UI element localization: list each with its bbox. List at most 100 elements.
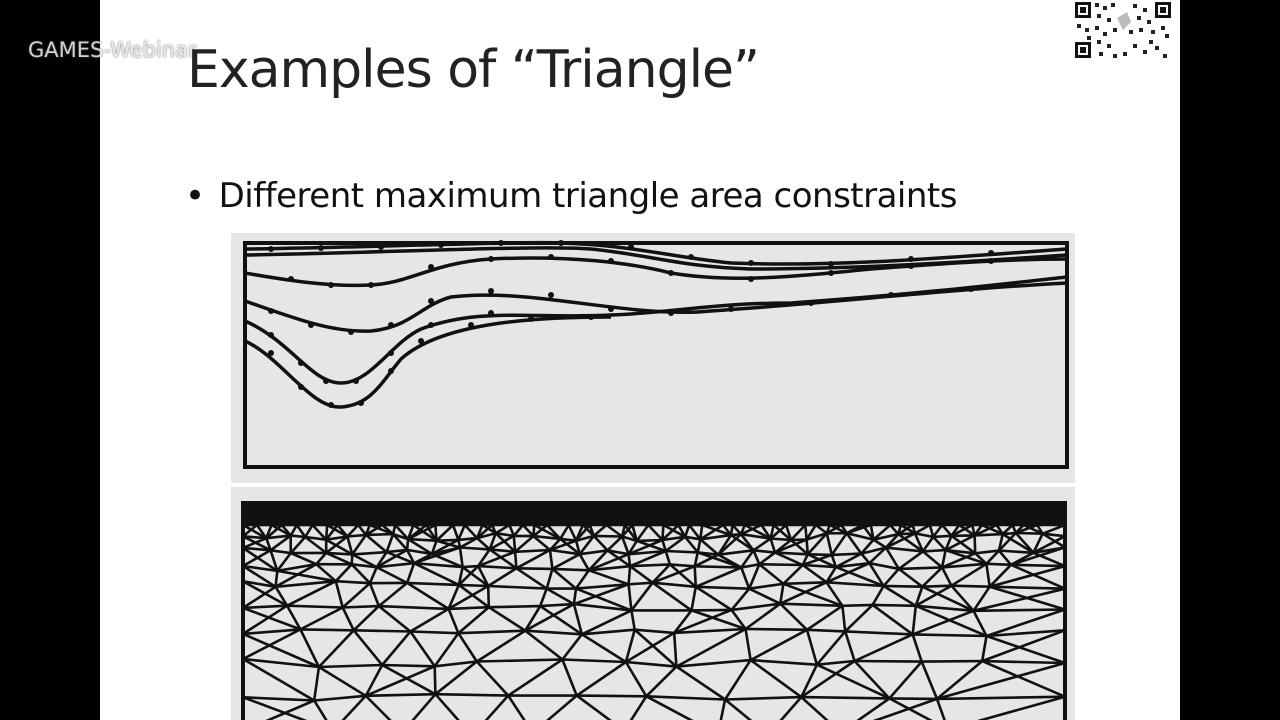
mesh-edge (434, 660, 478, 696)
mesh-edge (280, 524, 292, 537)
mesh-edge (976, 695, 1066, 720)
mesh-edge (830, 532, 848, 556)
mesh-edge (759, 563, 803, 567)
mesh-edge (1042, 532, 1066, 538)
mesh-edge (974, 532, 1003, 537)
mesh-edge (624, 661, 648, 697)
mesh-edge (495, 523, 511, 535)
mesh-edge (636, 538, 663, 543)
mesh-edge (860, 538, 875, 555)
mesh-edge (752, 549, 761, 565)
mesh-edge (806, 532, 828, 541)
mesh-edge (311, 524, 328, 541)
mesh-edge (489, 534, 515, 551)
mesh-edge (269, 549, 279, 572)
mesh-edge (912, 633, 987, 638)
mesh-edge (898, 566, 943, 571)
mesh-edge (386, 548, 408, 554)
mesh-edge (434, 693, 460, 720)
mesh-edge (457, 606, 490, 635)
mesh-edge (730, 587, 751, 611)
mesh-edge (392, 532, 409, 541)
mesh-edge (688, 524, 702, 541)
mesh-edge (326, 535, 348, 541)
mesh-edge (856, 697, 891, 720)
mesh-edge (1010, 563, 1066, 590)
mesh-edge (883, 584, 923, 588)
mesh-edge (697, 551, 742, 569)
mesh-edge (995, 524, 1004, 535)
mesh-edge (575, 587, 632, 612)
mesh-edge (888, 697, 933, 720)
mesh-edge (276, 552, 292, 572)
mesh-edge (950, 584, 975, 612)
mesh-edge (433, 666, 437, 695)
mesh-edge (816, 659, 855, 666)
mesh-edge (950, 523, 973, 537)
mesh-edge (512, 524, 524, 537)
mesh-edge (744, 628, 752, 661)
mesh-edge (630, 610, 636, 630)
mesh-edge (342, 604, 379, 609)
mesh-edge (353, 629, 411, 633)
mesh-edge (549, 548, 580, 556)
mesh-edge (463, 524, 479, 539)
mesh-edge (1001, 524, 1014, 536)
mesh-edge (941, 562, 987, 569)
mesh-edge (433, 632, 460, 668)
mesh-edge (631, 524, 639, 542)
mesh-edge (562, 658, 626, 664)
mesh-edge (304, 524, 314, 538)
mesh-edge (806, 532, 828, 556)
mesh-edge (628, 549, 666, 556)
mesh-edge (242, 546, 271, 552)
mesh-edge (255, 524, 268, 539)
mesh-edge (461, 566, 489, 588)
mesh-edge (365, 692, 436, 698)
mesh-edge (941, 524, 953, 537)
mesh-edge (998, 549, 1012, 566)
mesh-edge (486, 585, 491, 608)
mesh-edge (725, 695, 802, 701)
mesh-edge (532, 535, 551, 551)
mesh-edge (683, 524, 691, 538)
mesh-edge (457, 632, 478, 663)
mesh-edge (532, 524, 536, 537)
mesh-edge (835, 565, 885, 588)
mesh-edge (645, 665, 678, 698)
mesh-edge (922, 550, 943, 569)
mesh-edge (860, 546, 887, 555)
mesh-edge (447, 584, 461, 610)
mesh-edge (312, 666, 321, 701)
bullet-item: •Different maximum triangle area constra… (185, 176, 957, 216)
mesh-edge (325, 535, 349, 554)
mesh-edge (546, 694, 578, 720)
mesh-edge (651, 581, 693, 612)
mesh-edge (573, 583, 630, 606)
mesh-edge (341, 606, 355, 631)
mesh-edge (495, 531, 514, 538)
mesh-edge (740, 532, 771, 540)
mesh-edge (381, 524, 394, 536)
mesh-edge (717, 533, 742, 556)
mesh-edge (749, 628, 808, 662)
mesh-edge (572, 603, 584, 635)
mesh-edge (830, 554, 838, 568)
mesh-edge (478, 564, 517, 570)
mesh-edge (381, 630, 412, 666)
mesh-edge (748, 587, 781, 605)
mesh-edge (341, 694, 367, 720)
mesh-edge (825, 566, 838, 583)
mesh-edge (1014, 532, 1035, 554)
mesh-edge (699, 524, 704, 540)
mesh-edge (588, 569, 630, 586)
mesh-edge (1010, 546, 1066, 567)
mesh-edge (662, 523, 686, 538)
mesh-edge (936, 695, 1066, 701)
mesh-edge (784, 524, 793, 541)
mesh-edge (605, 523, 623, 538)
mesh-edge (406, 524, 415, 540)
mesh-edge (790, 539, 809, 556)
mesh-edge (628, 581, 653, 586)
mesh-edge (676, 658, 751, 668)
